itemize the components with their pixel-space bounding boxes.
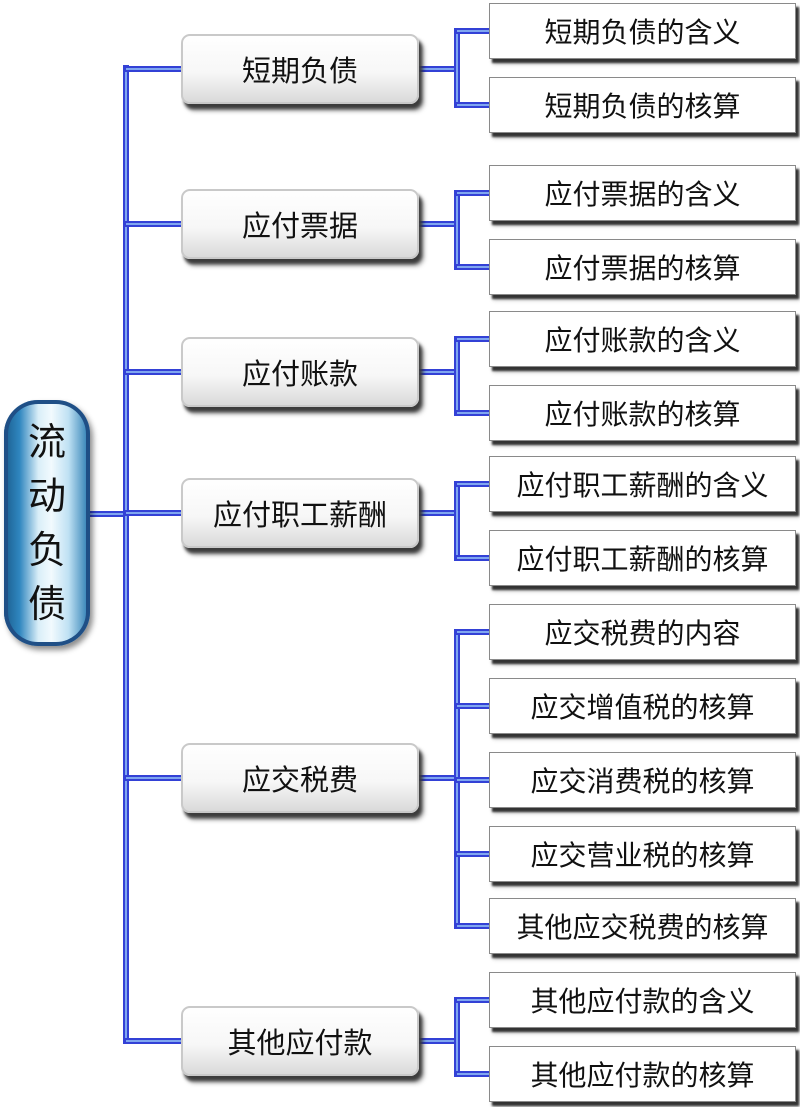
- leaf-node: 短期负债的核算: [489, 77, 796, 133]
- root-char: 流: [27, 420, 66, 464]
- leaf-node: 应付账款的核算: [489, 385, 796, 441]
- branch-node-accounts-payable: 应付账款: [181, 337, 419, 407]
- leaf-node: 应付职工薪酬的含义: [489, 456, 796, 512]
- leaf-node: 应交税费的内容: [489, 604, 796, 660]
- leaf-node: 应付票据的核算: [489, 239, 796, 295]
- branch-node-taxes-payable: 应交税费: [181, 743, 419, 813]
- branch-node-other-payables: 其他应付款: [181, 1006, 419, 1076]
- leaf-node: 应付票据的含义: [489, 165, 796, 221]
- leaf-node: 短期负债的含义: [489, 3, 796, 59]
- leaf-node: 应付账款的含义: [489, 311, 796, 367]
- root-node: 流 动 负 债: [4, 400, 90, 646]
- leaf-node: 其他应付款的含义: [489, 972, 796, 1028]
- branch-node-short-term-liabilities: 短期负债: [181, 34, 419, 104]
- root-char: 动: [27, 474, 66, 518]
- leaf-node: 应交消费税的核算: [489, 752, 796, 808]
- leaf-node: 应交增值税的核算: [489, 678, 796, 734]
- leaf-node: 其他应付款的核算: [489, 1046, 796, 1102]
- leaf-node: 其他应交税费的核算: [489, 898, 796, 954]
- branch-node-employee-compensation: 应付职工薪酬: [181, 478, 419, 548]
- leaf-node: 应交营业税的核算: [489, 826, 796, 882]
- root-char: 负: [27, 528, 66, 572]
- leaf-node: 应付职工薪酬的核算: [489, 530, 796, 586]
- root-char: 债: [27, 582, 66, 626]
- branch-node-notes-payable: 应付票据: [181, 189, 419, 259]
